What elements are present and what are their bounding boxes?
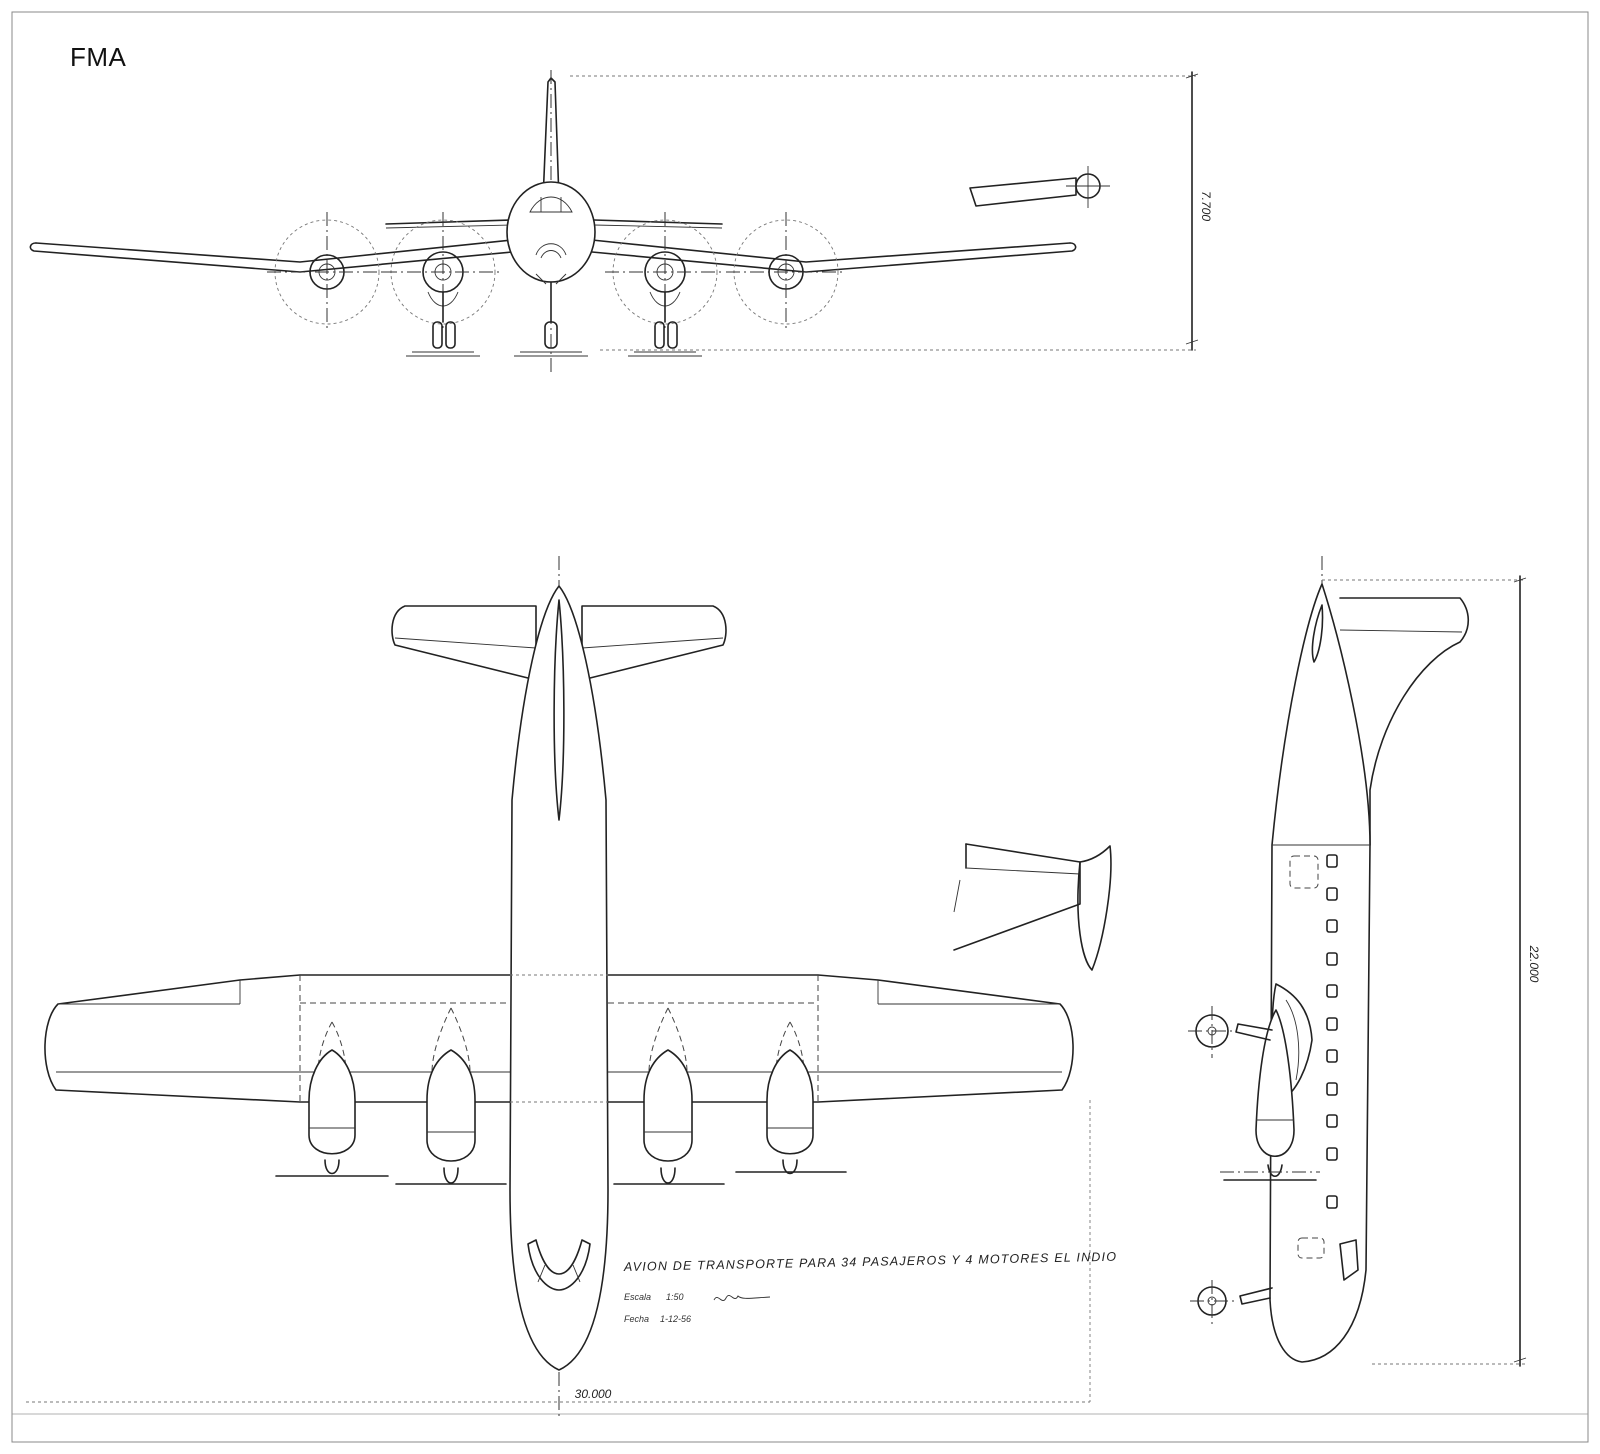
cabin-windows: [1326, 854, 1338, 1209]
brand-label: FMA: [70, 42, 127, 72]
nacelle-2: [395, 1007, 507, 1185]
nacelle-1: [275, 1021, 389, 1177]
sheet-border: [11, 11, 1589, 1443]
nacelle-4: [735, 1021, 847, 1175]
date-value: 1-12-56: [660, 1314, 691, 1324]
date-label: Fecha: [624, 1314, 649, 1324]
span-dimension: 30.000: [575, 1387, 612, 1401]
signature: [713, 1294, 771, 1302]
scale-label: Escala: [624, 1292, 651, 1302]
drawing-title: AVION DE TRANSPORTE PARA 34 PASAJEROS Y …: [623, 1250, 1118, 1274]
front-view: 7.700: [29, 70, 1213, 372]
wingtip-detail: [953, 843, 1112, 971]
nacelle-3: [613, 1007, 725, 1185]
plan-view: 30.000 AVION DE TRANSPORTE PARA 34 PASAJ…: [26, 556, 1117, 1420]
height-dimension: 7.700: [1199, 191, 1213, 221]
length-dimension: 22.000: [1527, 945, 1541, 983]
scale-value: 1:50: [666, 1292, 684, 1302]
side-view: 22.000: [1188, 556, 1541, 1367]
